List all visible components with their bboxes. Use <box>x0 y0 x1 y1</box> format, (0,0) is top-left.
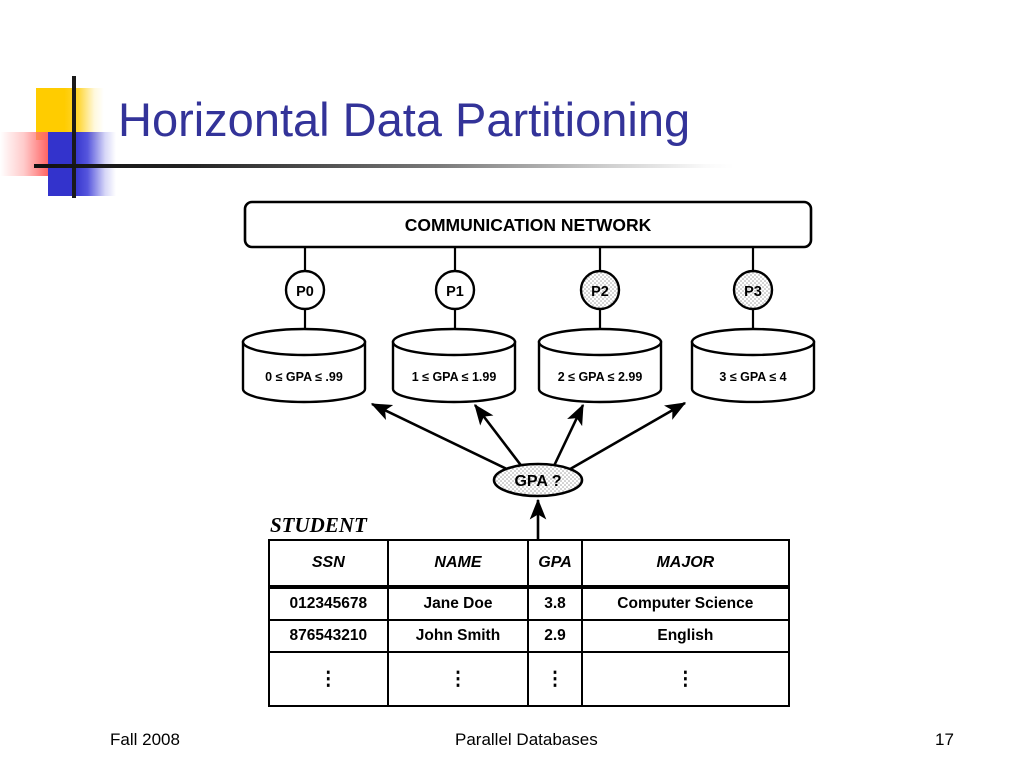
table-cell: 876543210 <box>268 621 389 653</box>
communication-network-box: COMMUNICATION NETWORK <box>243 200 813 249</box>
table-header-cell: MAJOR <box>582 539 790 587</box>
disk-label-0: 0 ≤ GPA ≤ .99 <box>265 370 343 384</box>
table-row: ⋮⋮⋮⋮ <box>268 653 790 707</box>
table-cell: Computer Science <box>582 587 790 621</box>
disk-node-2: 2 ≤ GPA ≤ 2.99 <box>537 327 663 404</box>
decor-yellow-square <box>36 88 104 140</box>
relation-name-label: STUDENT <box>270 513 368 537</box>
decor-vertical-rule <box>72 76 76 198</box>
decor-horizontal-rule <box>34 164 734 168</box>
table-cell-ellipsis: ⋮ <box>582 653 790 707</box>
routing-arrows <box>370 401 687 474</box>
table-cell-ellipsis: ⋮ <box>529 653 583 707</box>
disk-label-3: 3 ≤ GPA ≤ 4 <box>719 370 786 384</box>
table-cell: Jane Doe <box>388 587 530 621</box>
table-header-cell: NAME <box>388 539 530 587</box>
processor-label-p2: P2 <box>591 284 609 300</box>
disk-label-1: 1 ≤ GPA ≤ 1.99 <box>412 370 497 384</box>
processor-nodes: P0 P1 P2 P3 <box>284 269 774 311</box>
footer-term: Fall 2008 <box>110 730 180 749</box>
processor-node-p2: P2 <box>579 269 621 311</box>
network-processor-links <box>303 247 755 272</box>
disk-nodes: 0 ≤ GPA ≤ .99 1 ≤ GPA ≤ 1.99 2 ≤ GPA ≤ 2… <box>241 327 816 404</box>
table-cell: John Smith <box>388 621 530 653</box>
table-header-cell: SSN <box>268 539 389 587</box>
routing-arrow-to-disk-1 <box>473 403 525 469</box>
routing-arrow-to-disk-2 <box>551 403 585 469</box>
footer-page-number: 17 <box>935 730 954 749</box>
table-cell: 012345678 <box>268 587 389 621</box>
processor-label-p3: P3 <box>744 284 762 300</box>
processor-label-p1: P1 <box>446 284 464 300</box>
disk-node-1: 1 ≤ GPA ≤ 1.99 <box>391 327 517 404</box>
table-cell-ellipsis: ⋮ <box>268 653 389 707</box>
disk-label-2: 2 ≤ GPA ≤ 2.99 <box>558 370 643 384</box>
table-header-cell: GPA <box>529 539 583 587</box>
gpa-router-label: GPA ? <box>514 473 561 490</box>
table-cell: 3.8 <box>529 587 583 621</box>
slide-footer: Fall 2008 Parallel Databases 17 <box>0 730 1024 762</box>
footer-course: Parallel Databases <box>455 730 598 749</box>
processor-node-p3: P3 <box>732 269 774 311</box>
processor-node-p0: P0 <box>284 269 326 311</box>
communication-network-label: COMMUNICATION NETWORK <box>405 215 652 235</box>
table-cell: English <box>582 621 790 653</box>
gpa-router-node: GPA ? <box>492 462 584 498</box>
processor-disk-links <box>303 309 755 348</box>
table-cell-ellipsis: ⋮ <box>388 653 530 707</box>
disk-node-3: 3 ≤ GPA ≤ 4 <box>690 327 816 404</box>
routing-arrow-to-disk-0 <box>370 402 514 474</box>
disk-node-0: 0 ≤ GPA ≤ .99 <box>241 327 367 404</box>
processor-node-p1: P1 <box>434 269 476 311</box>
slide-header: Horizontal Data Partitioning <box>0 0 1024 198</box>
processor-label-p0: P0 <box>296 284 314 300</box>
table-cell: 2.9 <box>529 621 583 653</box>
routing-arrow-to-disk-3 <box>564 401 687 474</box>
page-title: Horizontal Data Partitioning <box>118 93 691 146</box>
